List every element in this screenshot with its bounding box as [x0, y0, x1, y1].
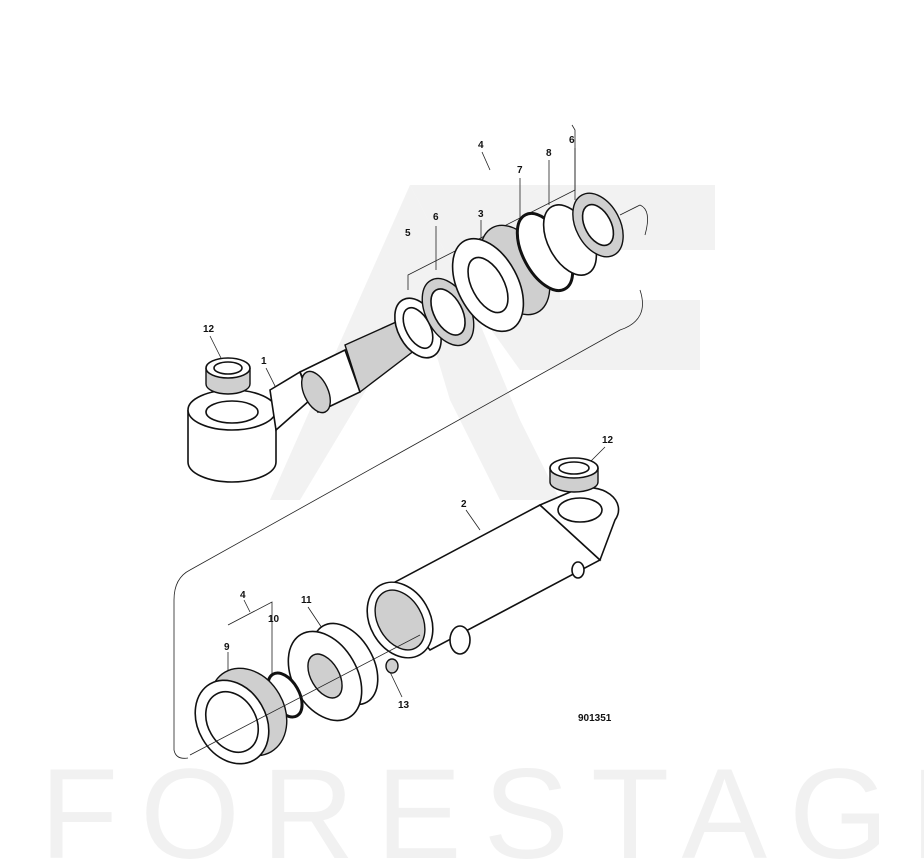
callout-12-rod: 12	[203, 324, 215, 335]
rod-eye-bush	[205, 357, 251, 395]
callout-7: 7	[517, 165, 523, 176]
callout-4-upper: 4	[478, 140, 484, 151]
rod-eye	[187, 370, 311, 483]
callout-5: 5	[405, 228, 411, 239]
watermark-text: FORESTAGRI	[40, 743, 924, 863]
callout-4-lower: 4	[240, 590, 246, 601]
callout-3: 3	[478, 209, 484, 220]
watermark-logo	[270, 185, 715, 500]
figure-id: 901351	[578, 713, 612, 724]
piston-seal-stack	[394, 192, 641, 359]
cylinder-barrel	[366, 486, 620, 659]
callout-1: 1	[261, 356, 267, 367]
barrel-eye-bush	[549, 457, 599, 493]
callout-9: 9	[224, 642, 230, 653]
callout-13: 13	[398, 700, 410, 711]
callout-12-barrel: 12	[602, 435, 614, 446]
callout-8: 8	[546, 148, 552, 159]
callout-11: 11	[301, 595, 312, 606]
callout-6-left: 6	[433, 212, 439, 223]
gland-parts	[189, 622, 421, 765]
grease-nipple	[385, 658, 399, 674]
callout-10: 10	[268, 614, 280, 625]
callout-2: 2	[461, 499, 467, 510]
callout-6-right: 6	[569, 135, 575, 146]
